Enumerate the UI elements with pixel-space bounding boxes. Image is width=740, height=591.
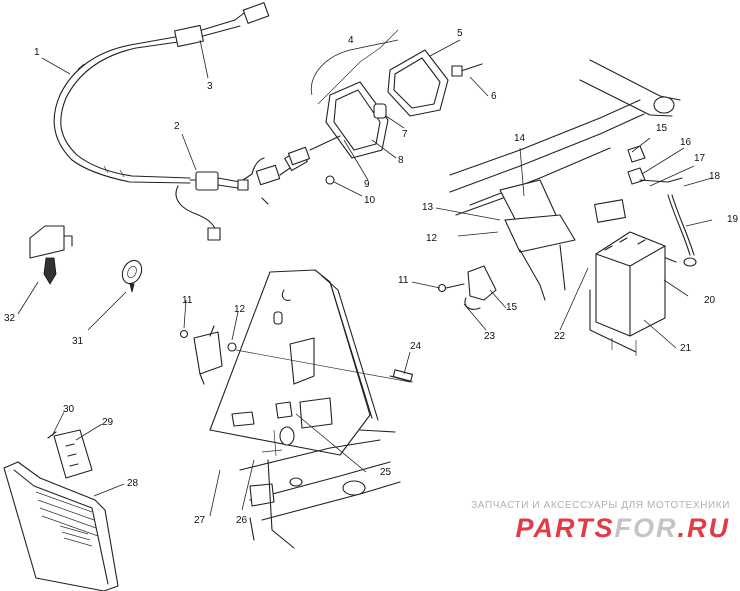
tail-light-assembly	[287, 29, 483, 185]
lower-frame	[239, 429, 401, 549]
callout-4: 4	[348, 35, 354, 46]
flasher-relay	[179, 325, 414, 385]
callout-13: 13	[422, 202, 434, 213]
callout-32: 32	[4, 313, 16, 324]
callout-30: 30	[63, 404, 75, 415]
callout-29: 29	[102, 417, 114, 428]
callout-11-left: 11	[182, 295, 193, 306]
watermark: ЗАПЧАСТИ И АКСЕССУАРЫ ДЛЯ МОТОТЕХНИКИ PA…	[430, 500, 730, 544]
callout-20: 20	[704, 295, 716, 306]
callout-24: 24	[410, 341, 422, 352]
battery	[589, 231, 677, 356]
callout-26: 26	[236, 515, 248, 526]
clip-and-grommet	[29, 225, 143, 293]
callout-16: 16	[680, 137, 692, 148]
callout-15-bottom: 15	[506, 302, 518, 313]
callout-1: 1	[34, 47, 40, 58]
callout-17: 17	[694, 153, 706, 164]
callout-25: 25	[380, 467, 392, 478]
callout-8: 8	[398, 155, 404, 166]
relay-and-bracket	[437, 265, 497, 310]
callout-21: 21	[680, 343, 692, 354]
watermark-logo: PARTSFOR.RU	[430, 513, 730, 544]
callout-14: 14	[514, 133, 526, 144]
callout-11-right: 11	[398, 275, 409, 286]
callout-28: 28	[127, 478, 139, 489]
callout-31: 31	[72, 336, 84, 347]
callout-5: 5	[457, 28, 463, 39]
callout-23: 23	[484, 331, 496, 342]
watermark-logo-for: FOR	[614, 513, 678, 543]
callout-12-right: 12	[426, 233, 438, 244]
callout-19: 19	[727, 214, 739, 225]
watermark-tagline: ЗАПЧАСТИ И АКСЕССУАРЫ ДЛЯ МОТОТЕХНИКИ	[471, 500, 730, 511]
wiring-harness	[53, 2, 308, 241]
callout-12-left: 12	[234, 304, 246, 315]
callout-6: 6	[491, 91, 497, 102]
callout-7: 7	[402, 129, 408, 140]
callout-10: 10	[364, 195, 376, 206]
callout-2: 2	[174, 121, 180, 132]
watermark-logo-ru: .RU	[677, 513, 730, 543]
side-panel	[209, 269, 411, 456]
frame-section	[449, 59, 697, 301]
callout-3: 3	[207, 81, 213, 92]
callout-15-top: 15	[656, 123, 668, 134]
watermark-logo-parts: PARTS	[515, 513, 615, 543]
callout-18: 18	[709, 171, 721, 182]
mud-flap	[3, 429, 119, 591]
callout-27: 27	[194, 515, 206, 526]
callout-9: 9	[364, 179, 370, 190]
callout-22: 22	[554, 331, 566, 342]
callout-leaders	[17, 39, 713, 517]
